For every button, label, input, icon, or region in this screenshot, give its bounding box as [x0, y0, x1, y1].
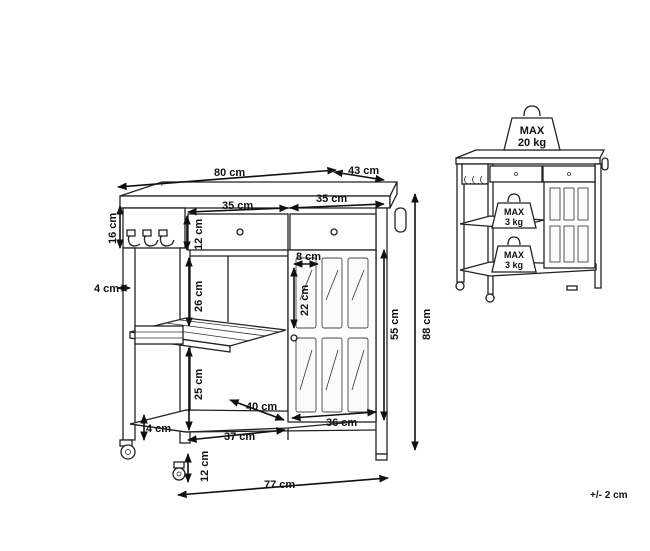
- dim-side-gap: 4 cm: [94, 283, 119, 295]
- dim-shelf-lower: 25 cm: [193, 369, 205, 400]
- weight-shelf-label: MAX: [504, 207, 524, 217]
- dim-width-top: 80 cm: [214, 167, 245, 179]
- door-knob-icon: [290, 334, 298, 342]
- small-cart-top: [455, 157, 601, 165]
- dimension-lines: [116, 166, 419, 499]
- dim-door-pane-height: 22 cm: [299, 285, 311, 316]
- main-cart-drawing: [119, 181, 407, 481]
- weight-bottom-label: MAX: [504, 250, 524, 260]
- drawer-right: [289, 213, 377, 251]
- hook-icons: [126, 229, 175, 247]
- dim-drawer-left: 35 cm: [222, 200, 253, 212]
- dim-bottom-right: 36 cm: [326, 417, 357, 429]
- hook-rail: [122, 207, 186, 249]
- weight-icon-top: MAX 20 kg: [503, 105, 561, 151]
- dim-depth-top: 43 cm: [348, 165, 379, 177]
- drawer-knob-icon: [236, 228, 244, 236]
- tolerance-note: +/- 2 cm: [590, 490, 628, 501]
- dim-base-width: 77 cm: [264, 479, 295, 491]
- dim-shelf-upper: 26 cm: [193, 281, 205, 312]
- weight-icon-bottom: MAX 3 kg: [491, 236, 537, 273]
- dimension-labels: 80 cm 43 cm 35 cm 35 cm 12 cm 16 cm 4 cm…: [94, 165, 433, 491]
- dim-inner-depth: 40 cm: [246, 401, 277, 413]
- dim-hook-rail: 16 cm: [107, 213, 119, 244]
- left-front-leg: [122, 247, 136, 441]
- towel-bar: [394, 207, 407, 233]
- dim-base-gap: 4 cm: [146, 423, 171, 435]
- caster-wheel-icons: [119, 439, 388, 481]
- weight-icon-shelf: MAX 3 kg: [491, 193, 537, 229]
- weight-bottom-value: 3 kg: [505, 260, 523, 270]
- weight-top-label: MAX: [520, 125, 545, 137]
- dim-drawer-height: 12 cm: [193, 219, 205, 250]
- dim-bottom-left: 37 cm: [224, 431, 255, 443]
- weight-top-value: 20 kg: [518, 137, 546, 149]
- drawer-knob-icon: [330, 228, 338, 236]
- dim-door-pane-width: 8 cm: [296, 251, 321, 263]
- weight-shelf-value: 3 kg: [505, 217, 523, 227]
- dim-total-height: 88 cm: [421, 309, 433, 340]
- dim-door-height: 55 cm: [389, 309, 401, 340]
- right-front-leg: [375, 207, 388, 455]
- dim-drawer-right: 35 cm: [316, 193, 347, 205]
- dim-wheel-height: 12 cm: [199, 451, 211, 482]
